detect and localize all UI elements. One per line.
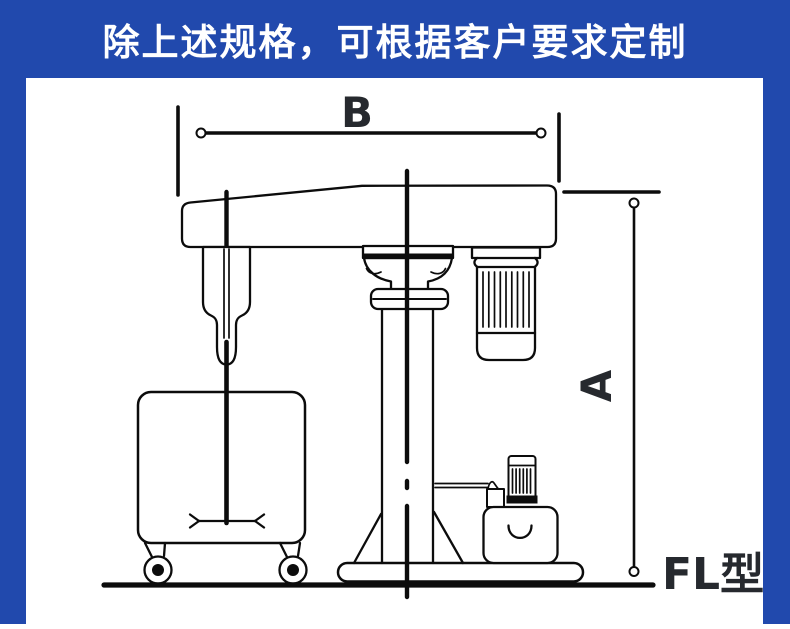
disperser-shaft <box>188 339 266 529</box>
dim-a-endpoint-circle <box>628 197 640 209</box>
dim-a-label: A <box>572 369 621 402</box>
pump-motor-base-band <box>506 495 538 504</box>
pump-tank <box>482 505 559 565</box>
banner-title: 除上述规格，可根据客户要求定制 <box>102 21 688 64</box>
dim-b-endpoint-circle <box>535 127 547 139</box>
blade-tooth <box>188 513 201 523</box>
base-plate <box>336 561 585 583</box>
motor-neck-right <box>533 256 539 269</box>
caster-hub <box>287 564 299 576</box>
blade-tooth <box>253 519 266 529</box>
tank-group <box>136 390 308 585</box>
blade-tooth <box>253 513 266 523</box>
hydraulic-pump-unit <box>434 455 559 565</box>
blade-tooth <box>188 519 201 529</box>
dim-b-endpoint-circle <box>195 127 207 139</box>
beam-outline <box>180 184 558 249</box>
main-motor <box>470 246 542 362</box>
pump-tank-handle <box>507 524 533 540</box>
dimension-a: A <box>562 190 661 577</box>
dim-b-label: B <box>341 88 373 137</box>
motor-flange <box>470 246 542 260</box>
gusset-left <box>352 512 383 565</box>
tank <box>136 390 307 545</box>
caster-hub <box>152 564 164 576</box>
model-label: FL型 <box>662 549 764 600</box>
gusset-right <box>432 510 465 565</box>
beam-head <box>180 184 558 249</box>
dimension-b: B <box>176 88 561 197</box>
dim-a-endpoint-circle <box>628 566 640 577</box>
pump-bracket <box>486 488 505 508</box>
bell-wing-right <box>430 267 447 275</box>
banner: 除上述规格，可根据客户要求定制 <box>0 0 790 78</box>
pump-lever-tip <box>487 480 500 490</box>
caster-fork <box>296 541 302 558</box>
caster-fork <box>162 541 167 558</box>
bell-wing-left <box>365 267 382 275</box>
motor-neck-left <box>473 256 479 269</box>
